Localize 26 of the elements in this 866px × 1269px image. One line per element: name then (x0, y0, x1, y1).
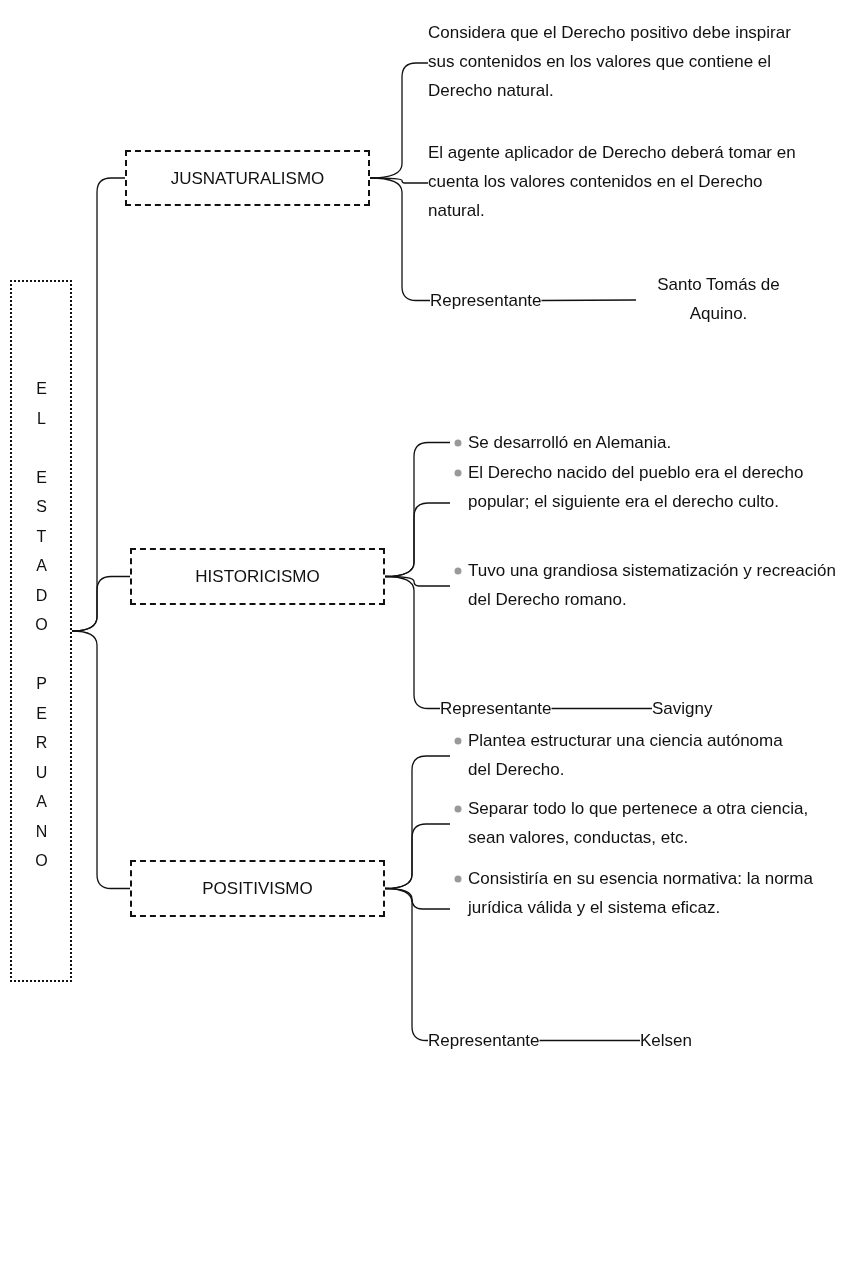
bullet-text: Consistiría en su esencia normativa: la norma jurídica válida y el sistema eficaz. (450, 864, 845, 954)
brace-connector (71, 630, 131, 890)
representative-label: Representante (430, 286, 542, 315)
representative-label: Representante (440, 694, 552, 723)
description-text: Savigny (652, 694, 762, 723)
description-text: Kelsen (640, 1026, 750, 1055)
category-box (10, 280, 72, 982)
bullet-text: Separar todo lo que pertenece a otra ciencia, sean valores, conductas, etc. (450, 794, 835, 854)
brace-connector (384, 887, 429, 1042)
representative-label: Representante (428, 1026, 540, 1055)
category-box: HISTORICISMO (130, 548, 385, 605)
bullet-text: El Derecho nacido del pueblo era el derecho popular; el siguiente era el derecho culto. (450, 458, 845, 548)
brace-connector (369, 177, 431, 302)
bullet-text: Se desarrolló en Alemania. (450, 428, 830, 457)
representative-name: Santo Tomás de Aquino. (636, 270, 801, 330)
bullet-text: Plantea estructurar una ciencia autónoma del Derecho. (450, 726, 800, 786)
brace-connector (384, 575, 441, 710)
category-box: JUSNATURALISMO (125, 150, 370, 206)
bullet-text: Tuvo una grandiosa sistematización y recreación del Derecho romano. (450, 556, 862, 616)
description-text: El agente aplicador de Derecho deberá tomar en cuenta los valores contenidos en el Derecho natural. (428, 138, 813, 228)
category-box: POSITIVISMO (130, 860, 385, 917)
brace-connector (538, 1039, 641, 1042)
brace-connector (550, 707, 653, 710)
brace-connector (540, 299, 637, 302)
description-text: Considera que el Derecho positivo debe inspirar sus contenidos en los valores que contiene el Derecho natural. (428, 18, 813, 108)
vertical-title: EL ESTADO PERUANO (33, 380, 49, 882)
